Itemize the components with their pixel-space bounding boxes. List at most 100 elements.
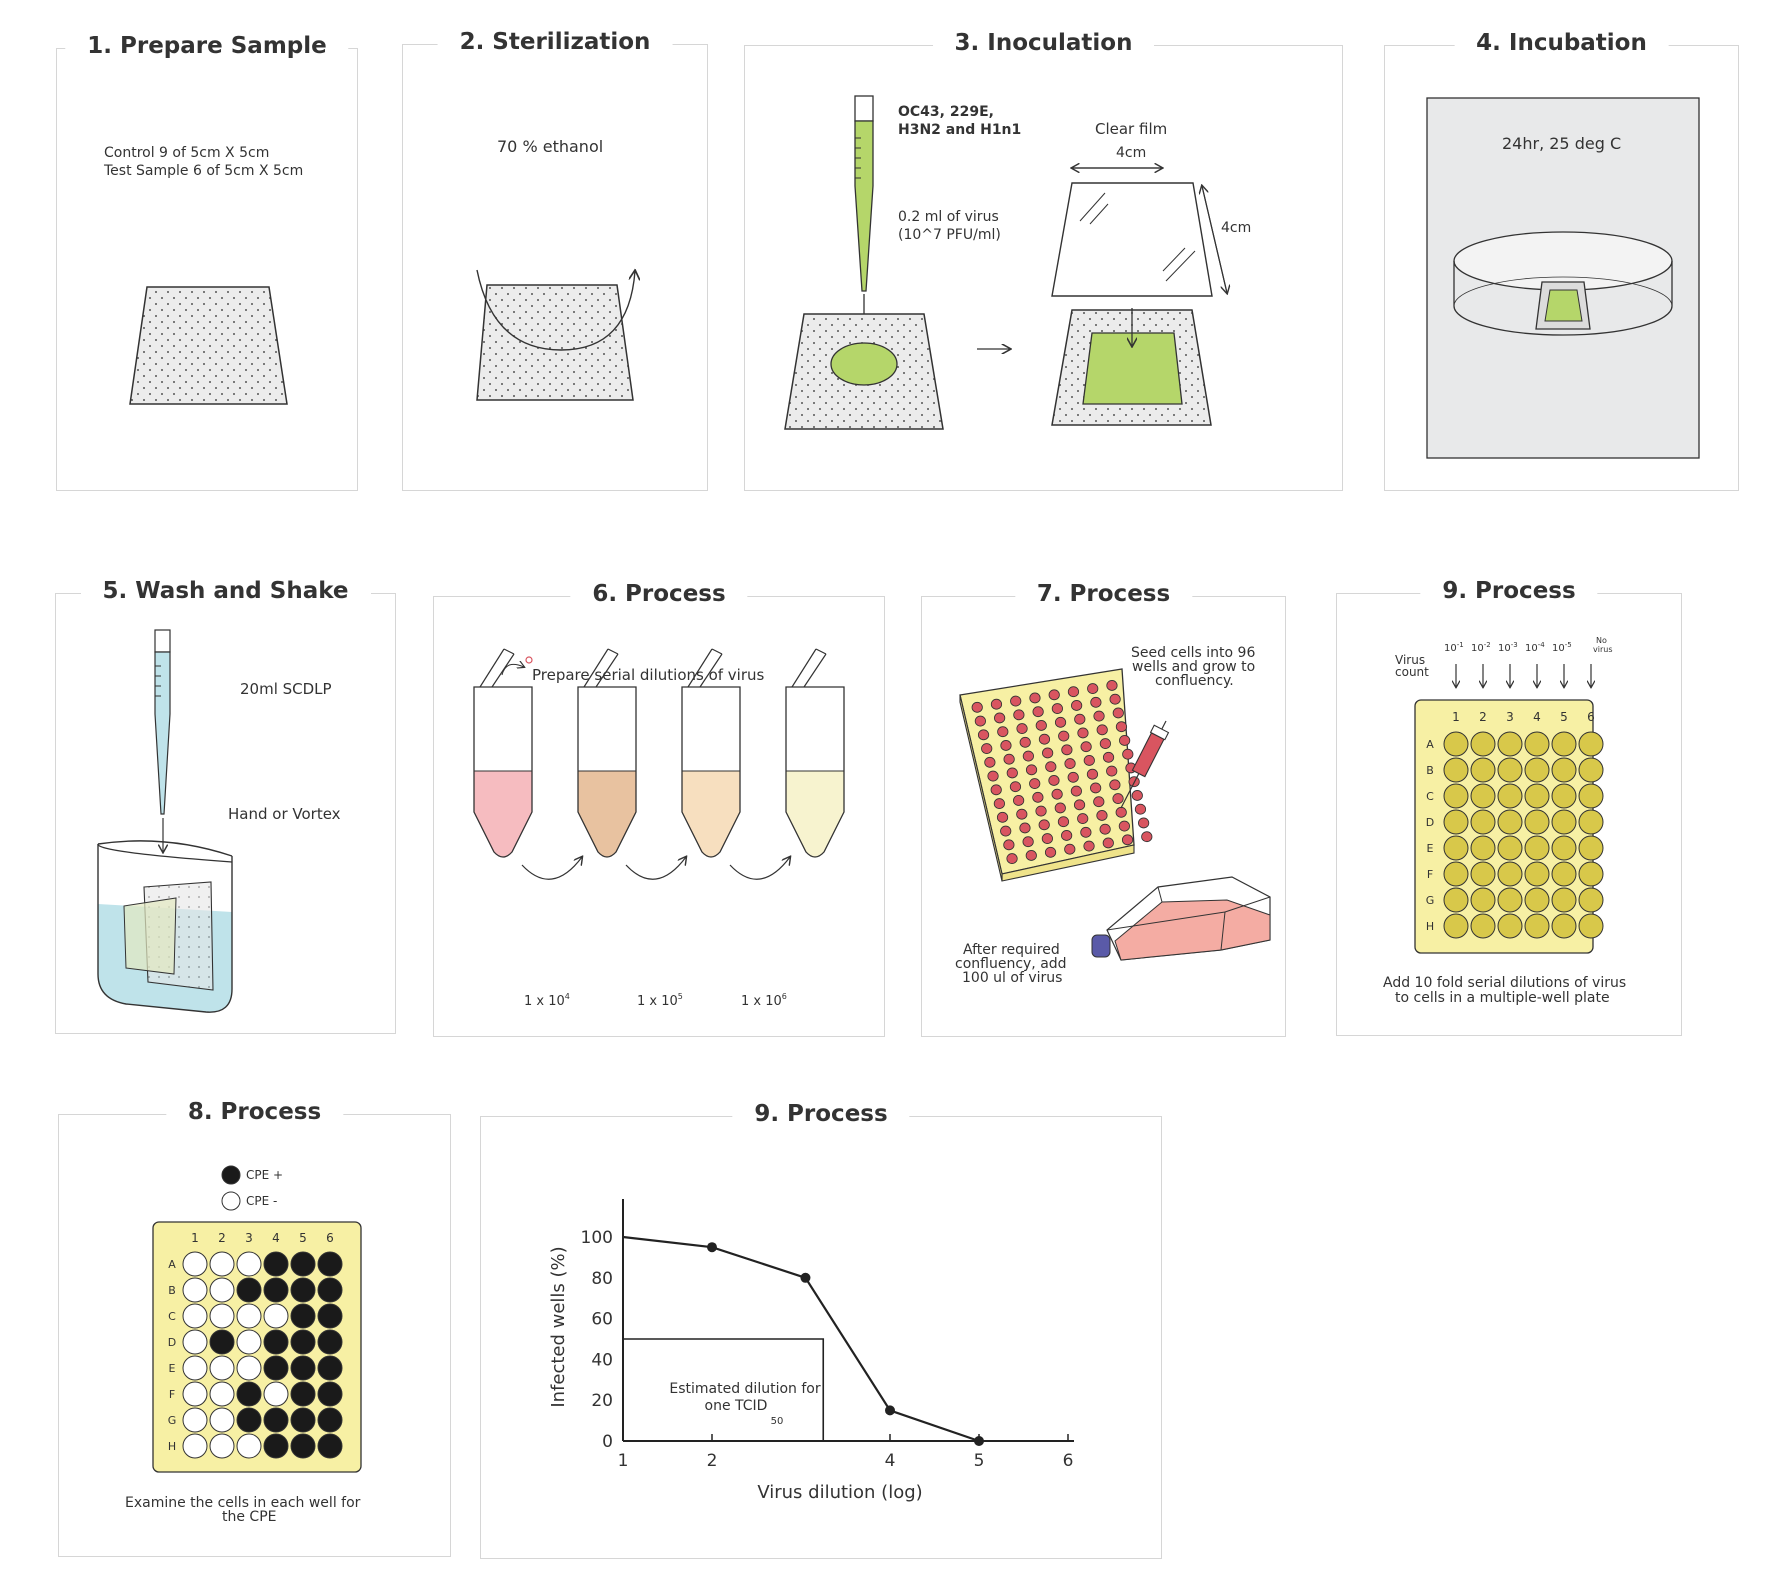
dilution-header: 10-3 (1498, 641, 1518, 654)
fabric-sample (129, 286, 288, 405)
incubation-illustration: 24hr, 25 deg C (1426, 97, 1700, 459)
well (1470, 757, 1496, 783)
well (1013, 709, 1025, 721)
well (1470, 887, 1496, 913)
dilution-header: 10-4 (1525, 641, 1545, 654)
well (1109, 779, 1121, 791)
well (993, 798, 1005, 809)
well (1003, 753, 1015, 765)
well-cpe-negative (236, 1251, 262, 1277)
well-cpe-positive (263, 1433, 289, 1459)
well (1470, 783, 1496, 809)
well (1443, 809, 1469, 835)
row-label: C (1426, 790, 1434, 803)
tcid50-guide (623, 1338, 825, 1441)
panel-title: 4. Incubation (1454, 30, 1669, 56)
cpe-negative-swatch (221, 1191, 241, 1211)
well (1087, 683, 1099, 694)
well-cpe-positive (317, 1433, 343, 1459)
dilution-label-2: 1 x 105 (637, 992, 683, 1009)
row-label: D (168, 1336, 176, 1349)
well (1109, 693, 1121, 705)
well (1051, 703, 1063, 714)
well (1524, 913, 1550, 939)
well-cpe-positive (290, 1355, 316, 1381)
volume-label: 20ml SCDLP (240, 680, 332, 698)
well (1022, 750, 1034, 762)
well (1141, 831, 1153, 843)
well (1064, 843, 1076, 855)
well-cpe-negative (182, 1277, 208, 1303)
x-tick-label: 1 (618, 1451, 629, 1471)
well (1048, 689, 1060, 701)
seed-line-3: confluency. (1155, 673, 1234, 689)
well (1578, 809, 1604, 835)
well-cpe-negative (182, 1303, 208, 1329)
well (1096, 810, 1108, 821)
well (1106, 680, 1118, 691)
annotation-subscript: 50 (771, 1416, 784, 1427)
well (1578, 861, 1604, 887)
well (1067, 686, 1080, 698)
well (1058, 730, 1070, 742)
well-cpe-negative (182, 1329, 208, 1355)
well (1470, 809, 1496, 835)
x-tick-label: 4 (885, 1451, 896, 1471)
well-cpe-negative (263, 1381, 289, 1407)
well (1115, 806, 1127, 818)
panel-title: 9. Process (732, 1101, 910, 1127)
well (1032, 706, 1044, 718)
well (1470, 861, 1496, 887)
well (987, 770, 999, 782)
plate-illustration: Seed cells into 96 wells and grow to con… (955, 645, 1271, 986)
well (1032, 791, 1044, 803)
well (1443, 731, 1469, 757)
well (1524, 783, 1550, 809)
well (1010, 695, 1022, 707)
x-tick-label: 2 (707, 1451, 718, 1471)
well (1524, 757, 1550, 783)
well (1061, 830, 1073, 841)
well (1006, 853, 1018, 864)
column-label: 6 (326, 1231, 334, 1245)
column-label: 1 (1452, 710, 1460, 724)
well-cpe-positive (263, 1277, 289, 1303)
well (990, 698, 1003, 710)
y-tick-label: 80 (591, 1269, 613, 1289)
column-label: 5 (1560, 710, 1568, 724)
well-cpe-positive (290, 1433, 316, 1459)
well-cpe-negative (209, 1251, 235, 1277)
y-tick-label: 100 (581, 1228, 613, 1248)
well (1045, 761, 1057, 773)
well-cpe-positive (209, 1329, 235, 1355)
well (1131, 790, 1143, 801)
well-cpe-positive (290, 1407, 316, 1433)
row-label: D (1426, 816, 1434, 829)
cpe-positive-swatch (221, 1165, 241, 1185)
syringe (1120, 720, 1170, 809)
cpe-negative-label: CPE - (246, 1194, 277, 1208)
dilution-label-3: 1 x 106 (741, 992, 787, 1009)
well-cpe-negative (263, 1303, 289, 1329)
well (1470, 731, 1496, 757)
column-label: 3 (245, 1231, 253, 1245)
well (1006, 767, 1018, 779)
well-cpe-positive (263, 1329, 289, 1355)
well (1497, 783, 1523, 809)
virus-dose-1: 0.2 ml of virus (898, 209, 999, 225)
virus-count-label-1: Virus (1395, 653, 1425, 667)
well (1551, 757, 1577, 783)
well (1051, 788, 1063, 800)
well (1054, 716, 1067, 728)
after-line-3: 100 ul of virus (962, 970, 1062, 986)
panel-prepare-sample: 1. Prepare Sample Control 9 of 5cm X 5cm… (56, 33, 358, 491)
panel-title: 5. Wash and Shake (80, 578, 371, 604)
panel-title: 3. Inoculation (932, 30, 1155, 56)
seed-line-1: Seed cells into 96 (1131, 645, 1255, 661)
well (1035, 805, 1047, 817)
inoculation-illustration: OC43, 229E, H3N2 and H1n1 0.2 ml of viru… (784, 95, 1251, 430)
well (1019, 822, 1031, 834)
well (1112, 707, 1124, 719)
plate-caption-2: to cells in a multiple-well plate (1395, 990, 1610, 1006)
